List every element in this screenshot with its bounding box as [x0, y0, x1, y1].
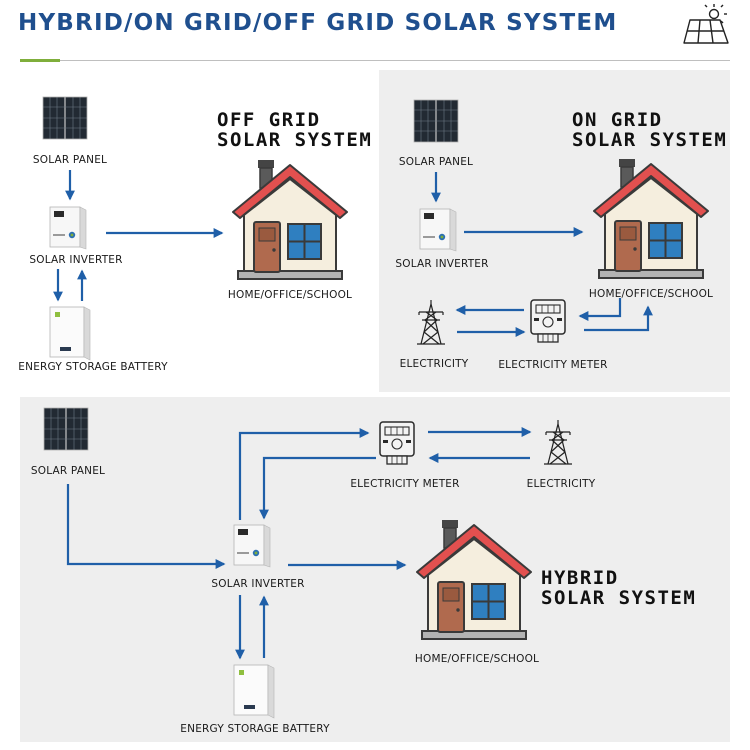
title-divider-accent	[20, 59, 60, 62]
off-battery-label: ENERGY STORAGE BATTERY	[18, 361, 168, 373]
on-solar-inverter-label: SOLAR INVERTER	[395, 258, 489, 270]
hyb-house-icon	[416, 519, 532, 640]
off-inverter-icon	[49, 206, 87, 250]
on-meter-label: ELECTRICITY METER	[498, 359, 608, 371]
on-solar-panel-label: SOLAR PANEL	[398, 156, 474, 168]
hyb-battery-label: ENERGY STORAGE BATTERY	[180, 723, 330, 735]
title-divider	[20, 60, 730, 61]
hyb-electricity-label: ELECTRICITY	[526, 478, 596, 490]
hybrid-panel	[20, 397, 730, 742]
hyb-meter-icon	[379, 421, 415, 465]
on-arrow-house-to-meter	[578, 298, 622, 321]
solar-panel-sun-icon	[683, 4, 729, 44]
on-meter-icon	[530, 299, 566, 343]
on-electricity-label: ELECTRICITY	[399, 358, 469, 370]
hyb-arrow-panel-to-inverter	[66, 484, 226, 569]
on-house-label: HOME/OFFICE/SCHOOL	[588, 288, 714, 300]
hybrid-system-title: HYBRID SOLAR SYSTEM	[541, 568, 696, 608]
on-house-icon	[593, 158, 709, 279]
on-inverter-icon	[419, 208, 457, 252]
off-solar-panel-icon	[42, 96, 88, 140]
off-house-icon	[232, 159, 348, 280]
hyb-tower-icon	[543, 419, 573, 465]
on-solar-panel-icon	[413, 99, 459, 143]
hyb-solar-panel-label: SOLAR PANEL	[30, 465, 106, 477]
off-grid-title-line1: OFF GRID	[217, 109, 321, 131]
hybrid-title-line2: SOLAR SYSTEM	[541, 587, 697, 609]
on-grid-title-line1: ON GRID	[572, 109, 663, 131]
off-solar-inverter-label: SOLAR INVERTER	[29, 254, 123, 266]
hyb-arrow-inverter-to-meter	[238, 428, 370, 520]
hyb-solar-inverter-label: SOLAR INVERTER	[211, 578, 305, 590]
hybrid-title-line1: HYBRID	[541, 567, 619, 589]
hyb-house-label: HOME/OFFICE/SCHOOL	[414, 653, 540, 665]
off-grid-title-line2: SOLAR SYSTEM	[217, 129, 373, 151]
off-solar-panel-label: SOLAR PANEL	[32, 154, 108, 166]
on-grid-system-title: ON GRID SOLAR SYSTEM	[572, 110, 727, 150]
on-arrow-meter-to-house	[584, 305, 653, 332]
hyb-inverter-icon	[233, 524, 271, 568]
on-grid-title-line2: SOLAR SYSTEM	[572, 129, 728, 151]
on-tower-icon	[416, 299, 446, 345]
hyb-arrow-meter-to-inverter	[259, 456, 376, 520]
page-title: HYBRID/ON GRID/OFF GRID SOLAR SYSTEM	[18, 10, 618, 36]
hyb-meter-label: ELECTRICITY METER	[350, 478, 460, 490]
hyb-battery-icon	[233, 664, 275, 719]
off-battery-icon	[49, 306, 91, 361]
hyb-solar-panel-icon	[43, 407, 89, 451]
off-grid-system-title: OFF GRID SOLAR SYSTEM	[217, 110, 372, 150]
off-house-label: HOME/OFFICE/SCHOOL	[227, 289, 353, 301]
